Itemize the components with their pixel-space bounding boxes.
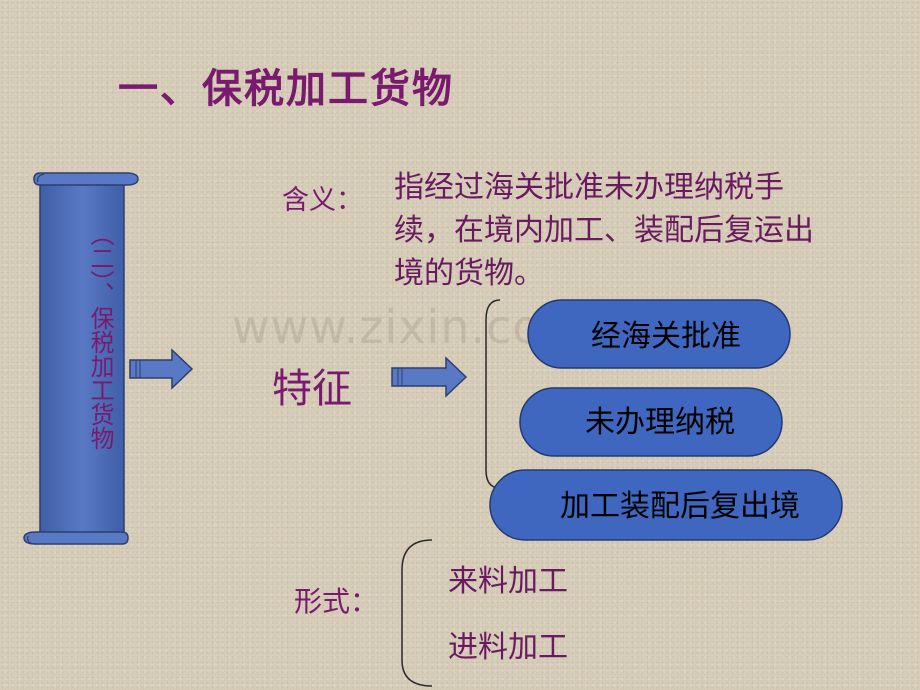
slide-title: 一、保税加工货物	[118, 66, 454, 112]
feature-pill	[489, 469, 843, 541]
meaning-text: 指经过海关批准未办理纳税手续，在境内加工、装配后复运出境的货物。	[394, 170, 814, 291]
forms-bracket	[401, 539, 433, 687]
feature-item: 加工装配后复出境	[560, 489, 800, 524]
scroll-shape	[23, 172, 139, 545]
form-label: 形式：	[294, 585, 379, 618]
form-item: 来料加工	[448, 564, 568, 599]
features-bracket	[485, 299, 501, 489]
feature-item: 未办理纳税	[585, 405, 735, 440]
feature-label: 特征	[272, 366, 352, 412]
scroll-label: （二）、保税加工货物	[86, 222, 114, 450]
feature-pill	[519, 387, 783, 457]
arrow-right-icon	[129, 348, 194, 390]
feature-pill	[527, 299, 791, 369]
form-item: 进料加工	[448, 630, 568, 665]
feature-item: 经海关批准	[591, 319, 741, 354]
watermark: www.zixin.com	[232, 300, 588, 354]
meaning-label: 含义：	[282, 185, 363, 216]
arrow-right-icon	[391, 356, 468, 398]
